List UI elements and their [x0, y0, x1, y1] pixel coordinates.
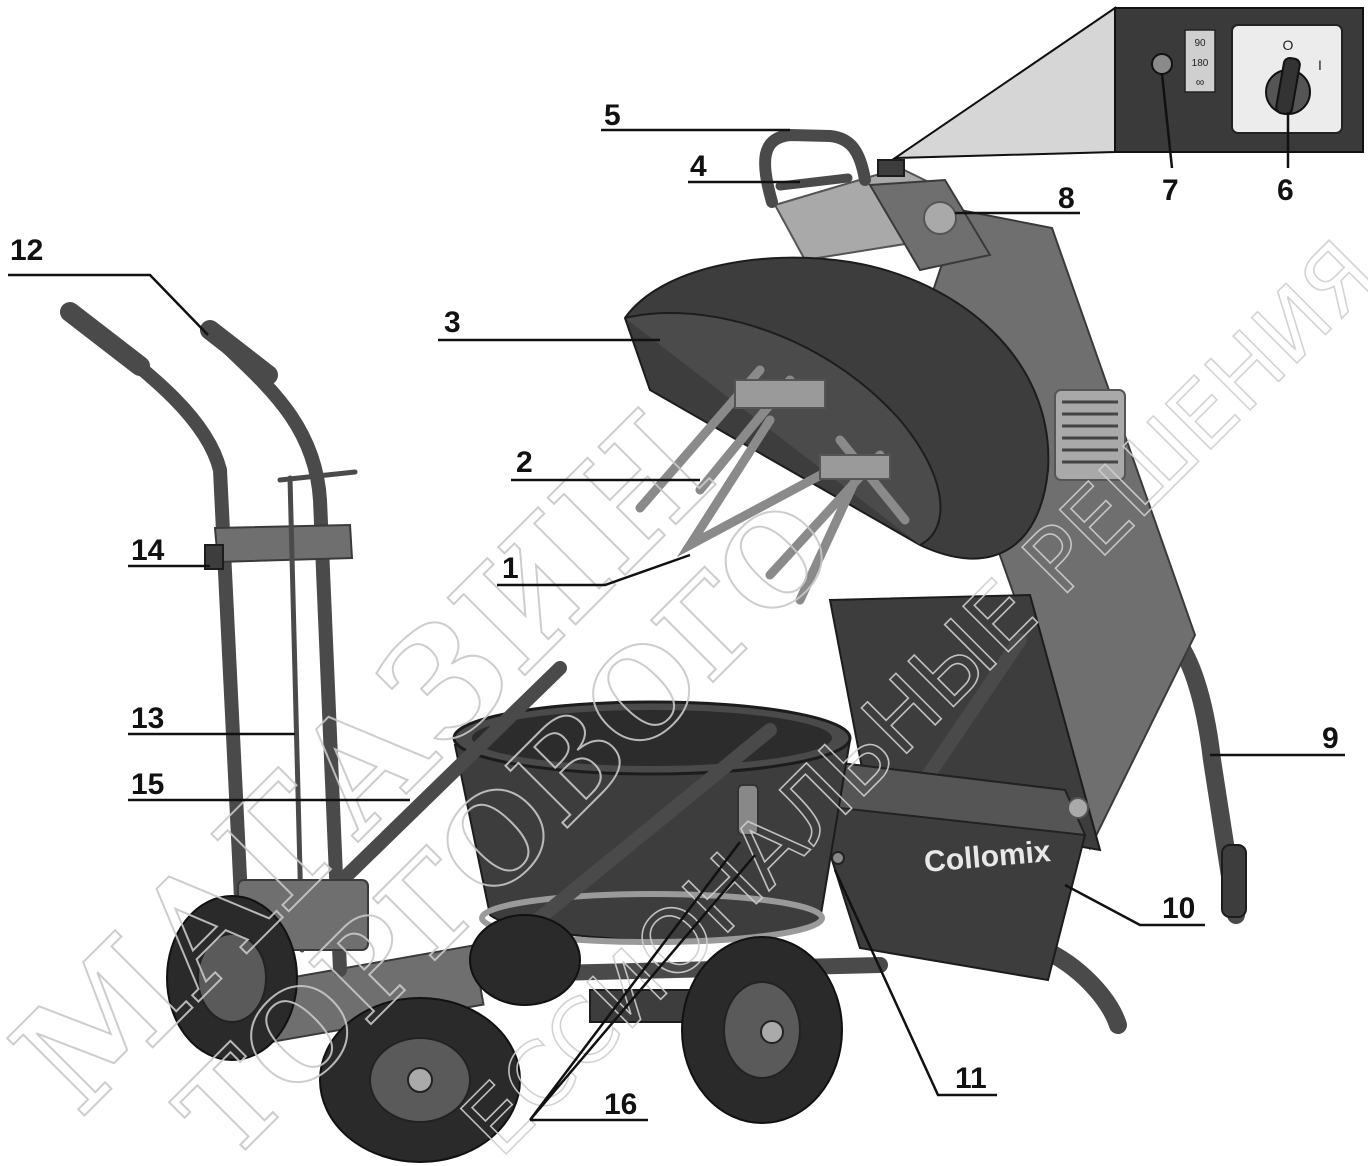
label-12: 12 [10, 234, 43, 267]
label-14: 14 [131, 534, 165, 567]
leader-7 [1160, 73, 1174, 169]
speed-label-180: 180 [1192, 58, 1209, 69]
right-grip [200, 320, 278, 385]
speed-selector [1151, 53, 1173, 75]
mixer-illustration: Collomix [60, 128, 1247, 1163]
label-1: 1 [502, 552, 519, 585]
pivot-bolt [1067, 797, 1089, 819]
handle-crossbar [775, 173, 853, 191]
leader-16 [529, 841, 756, 1122]
leader-12 [8, 273, 209, 336]
label-13: 13 [131, 702, 164, 735]
label-11: 11 [955, 1062, 987, 1095]
mixing-paddles [635, 365, 910, 605]
label-9: 9 [1322, 722, 1339, 755]
speed-scale [1184, 29, 1216, 93]
leader-1 [497, 553, 691, 587]
wheel-front-right [681, 936, 843, 1124]
speed-label-inf: ∞ [1196, 75, 1205, 89]
wheel-rear-right [469, 914, 581, 1006]
label-15: 15 [131, 768, 164, 801]
leader-lines [8, 73, 1345, 1122]
column-strut [918, 633, 1027, 787]
mixing-bucket [452, 700, 852, 945]
label-10: 10 [1162, 892, 1195, 925]
crossbar [213, 523, 354, 564]
label-7: 7 [1162, 174, 1179, 207]
label-2: 2 [516, 446, 533, 479]
label-16: 16 [604, 1088, 637, 1121]
speed-dial [923, 201, 957, 235]
tow-bar [323, 661, 567, 899]
top-handle [759, 128, 871, 208]
hook [204, 544, 224, 570]
label-6: 6 [1277, 174, 1294, 207]
bucket-latch [831, 851, 845, 865]
inset-callout-wedge [891, 6, 1116, 160]
leader-10 [1064, 883, 1205, 927]
wheel-rear-left [166, 895, 298, 1061]
label-4: 4 [690, 150, 707, 183]
label-3: 3 [444, 306, 461, 339]
speed-label-90: 90 [1194, 38, 1206, 49]
label-8: 8 [1058, 182, 1075, 215]
motor [1054, 389, 1126, 481]
left-grip [60, 302, 150, 376]
wheel-front-left [319, 997, 521, 1163]
locking-rod [287, 475, 305, 953]
leader-11 [833, 869, 997, 1097]
callout-labels: 5 4 8 7 6 12 3 2 1 14 13 15 9 10 11 16 [10, 99, 1339, 1121]
control-panel-inset: 90 180 ∞ O I [891, 6, 1364, 160]
support-leg-foot [1221, 844, 1247, 918]
switch-mount [877, 159, 905, 177]
switch-on-label: I [1318, 57, 1322, 73]
switch-off-label: O [1283, 37, 1294, 53]
label-5: 5 [604, 99, 621, 132]
